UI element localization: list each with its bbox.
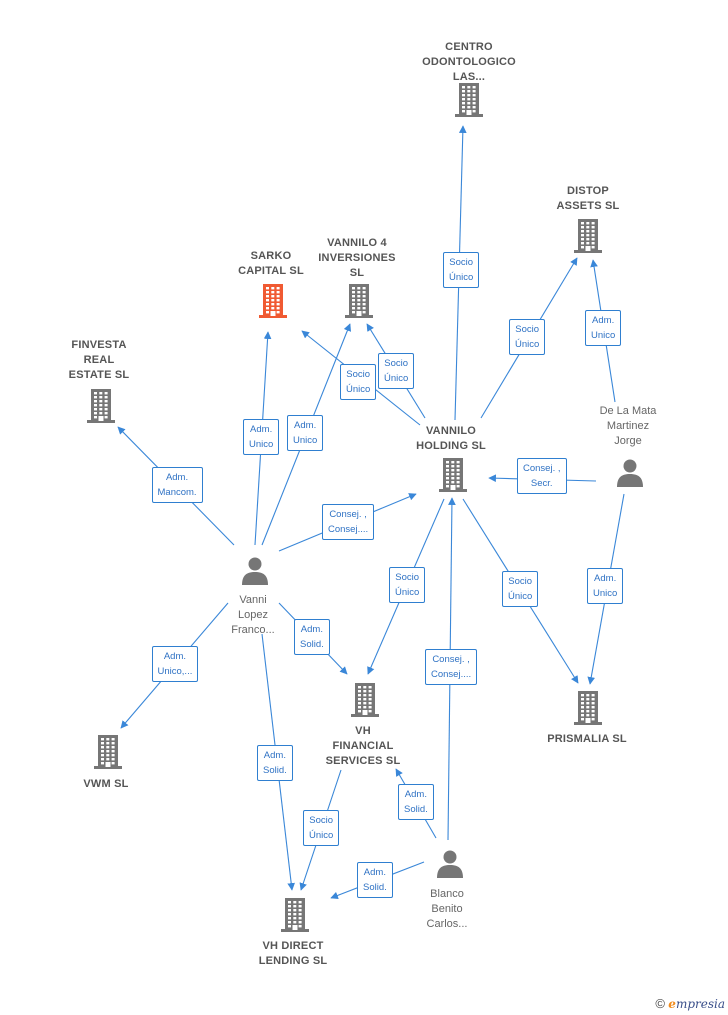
brand-logo-name: mpresia <box>675 997 725 1011</box>
node-label-sarko[interactable]: SARKO CAPITAL SL <box>238 250 304 277</box>
node-label-blanco[interactable]: Blanco Benito Carlos... <box>426 888 468 930</box>
footer-brand: © empresia <box>655 996 725 1011</box>
copyright-symbol: © <box>655 996 665 1011</box>
node-label-vannilo4[interactable]: VANNILO 4 INVERSIONES SL <box>318 237 396 279</box>
building-icon-distop[interactable] <box>573 218 603 259</box>
building-icon-vannilo4[interactable] <box>344 283 374 324</box>
relation-label-r13[interactable]: Adm. Unico <box>587 568 624 604</box>
brand-logo-initial: e <box>668 997 676 1011</box>
node-label-centro[interactable]: CENTRO ODONTOLOGICO LAS... <box>422 41 516 83</box>
relation-label-r20[interactable]: Adm. Solid. <box>357 862 393 898</box>
building-icon-centro[interactable] <box>454 82 484 123</box>
building-icon-vh_fin[interactable] <box>350 682 380 723</box>
relation-label-r9[interactable]: Consej. , Consej.... <box>322 504 375 540</box>
relation-label-r11[interactable]: Socio Único <box>389 567 426 603</box>
relation-label-r18[interactable]: Socio Único <box>303 810 340 846</box>
node-label-distop[interactable]: DISTOP ASSETS SL <box>556 185 620 212</box>
relation-label-r8[interactable]: Adm. Mancom. <box>151 467 203 503</box>
relation-label-r2[interactable]: Socio Único <box>509 319 546 355</box>
person-icon-vanni[interactable] <box>240 556 270 591</box>
building-icon-vannilo_h[interactable] <box>438 457 468 498</box>
relation-label-r19[interactable]: Adm. Solid. <box>398 784 434 820</box>
node-label-prismalia[interactable]: PRISMALIA SL <box>547 733 627 745</box>
node-label-delamata[interactable]: De La Mata Martinez Jorge <box>599 405 657 447</box>
person-icon-blanco[interactable] <box>435 849 465 884</box>
building-icon-finvesta[interactable] <box>86 388 116 429</box>
relation-label-r6[interactable]: Adm. Unico <box>243 419 280 455</box>
relation-label-r17[interactable]: Adm. Solid. <box>257 745 293 781</box>
node-label-vwm[interactable]: VWM SL <box>83 778 129 790</box>
node-label-vanni[interactable]: Vanni Lopez Franco... <box>231 594 275 636</box>
node-label-vannilo_h[interactable]: VANNILO HOLDING SL <box>416 425 486 452</box>
person-icon-delamata[interactable] <box>615 458 645 493</box>
relation-label-r10[interactable]: Consej. , Secr. <box>517 458 567 494</box>
relation-label-r4[interactable]: Socio Único <box>378 353 415 389</box>
relation-label-r3[interactable]: Adm. Unico <box>585 310 622 346</box>
relation-label-r7[interactable]: Adm. Unico <box>287 415 324 451</box>
relation-label-r12[interactable]: Socio Único <box>502 571 539 607</box>
relation-label-r1[interactable]: Socio Único <box>443 252 480 288</box>
node-label-vh_fin[interactable]: VH FINANCIAL SERVICES SL <box>325 725 401 767</box>
node-label-vh_direct[interactable]: VH DIRECT LENDING SL <box>258 940 328 967</box>
relation-label-r15[interactable]: Adm. Solid. <box>294 619 330 655</box>
relation-label-r14[interactable]: Adm. Unico,... <box>151 646 199 682</box>
building-icon-prismalia[interactable] <box>573 690 603 731</box>
relation-label-r5[interactable]: Socio Único <box>340 364 377 400</box>
relation-label-r16[interactable]: Consej. , Consej.... <box>425 649 478 685</box>
building-icon-vwm[interactable] <box>93 734 123 775</box>
node-label-finvesta[interactable]: FINVESTA REAL ESTATE SL <box>68 339 130 381</box>
building-icon-vh_direct[interactable] <box>280 897 310 938</box>
building-icon-sarko[interactable] <box>258 283 288 324</box>
